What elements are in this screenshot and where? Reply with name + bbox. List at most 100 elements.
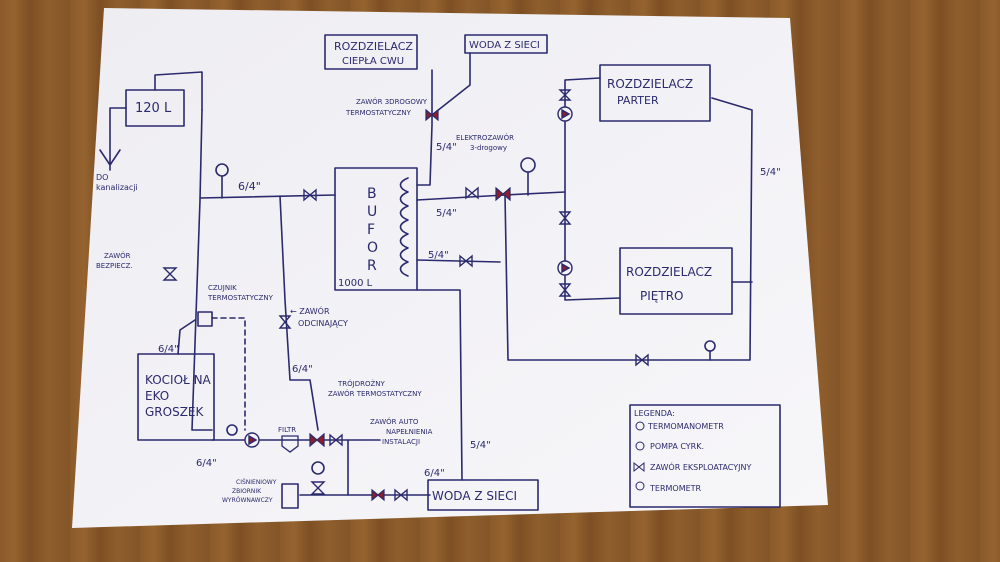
label-zbiornik-2: ZBIORNIK bbox=[232, 488, 262, 495]
three-way-valve-termo bbox=[425, 108, 439, 122]
label-pipe-5-4-d: 5/4" bbox=[470, 440, 491, 451]
valve-9 bbox=[558, 211, 572, 225]
label-woda-top: WODA Z SIECI bbox=[469, 40, 540, 51]
label-czujnik-1: CZUJNIK bbox=[208, 284, 237, 292]
label-3drogowy: 3-drogowy bbox=[470, 144, 507, 152]
three-way-valve-elektro bbox=[495, 186, 511, 202]
label-odcinajacy-1: ← ZAWÓR bbox=[290, 305, 330, 316]
label-pipe-6-4-d: 6/4" bbox=[196, 458, 217, 469]
legend-title: LEGENDA: bbox=[634, 409, 675, 418]
legend-box bbox=[629, 404, 781, 508]
label-pietro-2: PIĘTRO bbox=[640, 289, 683, 303]
three-way-valves bbox=[309, 108, 511, 502]
label-zawor-auto-2: NAPEŁNIENIA bbox=[386, 428, 433, 436]
label-kanalizacji: kanalizacji bbox=[96, 183, 138, 192]
label-pipe-5-4-c: 5/4" bbox=[428, 250, 449, 261]
label-tank: 120 L bbox=[135, 101, 172, 116]
pipe-to-sewer bbox=[109, 107, 127, 161]
box-rozdzielacz-parter bbox=[599, 64, 711, 122]
legend-item-zawor: ZAWÓR EKSPLOATACYJNY bbox=[650, 461, 751, 472]
label-odcinajacy-2: ODCINAJĄCY bbox=[298, 319, 348, 328]
label-pipe-6-4-c: 6/4" bbox=[292, 364, 313, 375]
valve-3 bbox=[459, 254, 473, 268]
labels-layer: ROZDZIELACZ CIEPŁA CWU WODA Z SIECI 120 … bbox=[96, 40, 781, 504]
label-pietro-1: ROZDZIELACZ bbox=[626, 265, 712, 279]
valve-4 bbox=[635, 353, 649, 367]
label-filtr: FILTR bbox=[278, 426, 296, 434]
label-pipe-6-4-e: 6/4" bbox=[424, 468, 445, 479]
valve-safety bbox=[162, 267, 178, 281]
label-bufor-B: B bbox=[367, 186, 377, 202]
label-zbiornik-3: WYRÓWNAWCZY bbox=[222, 497, 273, 504]
label-kociol-2: EKO bbox=[145, 389, 169, 403]
label-czujnik-2: TERMOSTATYCZNY bbox=[207, 294, 274, 302]
pipe-tank-top bbox=[154, 71, 203, 111]
label-zawor-auto-3: INSTALACJI bbox=[382, 438, 420, 446]
box-kociol bbox=[137, 353, 215, 441]
pumps bbox=[244, 106, 573, 448]
label-parter-1: ROZDZIELACZ bbox=[607, 77, 693, 91]
label-zawor-bezp-1: ZAWÓR bbox=[104, 251, 131, 260]
label-bufor-O: O bbox=[367, 240, 378, 256]
three-way-valve-kociol bbox=[309, 432, 325, 448]
valve-1 bbox=[303, 188, 317, 202]
pipe-distributor-left bbox=[564, 77, 621, 301]
sensor-line bbox=[211, 317, 246, 431]
label-elektrozawor: ELEKTROZAWÓR bbox=[456, 133, 514, 142]
label-termostatyczny: TERMOSTATYCZNY bbox=[345, 109, 412, 117]
label-kociol-3: GROSZEK bbox=[145, 405, 205, 419]
valve-auto bbox=[371, 488, 385, 502]
bufor-coil bbox=[399, 177, 409, 277]
valve-2 bbox=[465, 186, 479, 200]
pipe-to-woda-bottom bbox=[416, 289, 463, 481]
label-zawor-3drog: ZAWÓR 3DROGOWY bbox=[356, 97, 428, 106]
box-bufor bbox=[334, 167, 418, 291]
label-kociol-1: KOCIOŁ NA bbox=[145, 373, 212, 387]
legend-item-pompa: POMPA CYRK. bbox=[650, 442, 704, 451]
label-zawor-auto-1: ZAWÓR AUTO bbox=[370, 417, 419, 426]
label-pipe-6-4-b: 6/4" bbox=[158, 344, 179, 355]
pipe-heating-loop bbox=[416, 97, 753, 361]
paper-sheet bbox=[72, 8, 828, 528]
valve-10 bbox=[558, 283, 572, 297]
pipe-woda-top bbox=[431, 52, 471, 116]
label-pipe-5-4-a: 5/4" bbox=[436, 142, 457, 153]
legend-item-termometr: TERMOMETR bbox=[649, 484, 702, 493]
label-bufor-R: R bbox=[367, 258, 377, 274]
box-rozdzielacz-pietro bbox=[619, 247, 733, 315]
label-pipe-5-4-right: 5/4" bbox=[760, 167, 781, 178]
label-woda-bottom: WODA Z SIECI bbox=[432, 489, 517, 503]
valve-8 bbox=[558, 89, 572, 101]
legend-item-termomanometr: TERMOMANOMETR bbox=[647, 422, 724, 431]
sensor-box bbox=[197, 311, 213, 327]
label-rozdzielacz-cwu-2: CIEPŁA CWU bbox=[342, 56, 404, 67]
drain-symbol bbox=[99, 149, 121, 171]
pipe-middle bbox=[279, 195, 319, 431]
valve-7 bbox=[310, 481, 326, 495]
label-pipe-6-4-a: 6/4" bbox=[238, 180, 261, 193]
label-bufor-U: U bbox=[367, 204, 377, 220]
label-zbiornik-1: CIŚNIENIOWY bbox=[236, 479, 277, 486]
expansion-tank bbox=[281, 483, 299, 509]
box-woda-top bbox=[464, 34, 548, 54]
label-rozdzielacz-cwu-1: ROZDZIELACZ bbox=[334, 40, 413, 53]
valve-odcinajacy bbox=[278, 315, 292, 329]
manometer-2 bbox=[311, 461, 325, 475]
valve-5 bbox=[329, 433, 343, 447]
label-bufor-F: F bbox=[367, 222, 375, 238]
label-trojdrogowy-2: ZAWÓR TERMOSTATYCZNY bbox=[328, 389, 422, 398]
label-trojdrogowy-1: TRÓJDROŻNY bbox=[337, 379, 386, 388]
box-woda-bottom bbox=[427, 479, 539, 511]
label-parter-2: PARTER bbox=[617, 94, 659, 107]
valve-6 bbox=[394, 488, 408, 502]
pipe-bufor-cwu bbox=[416, 69, 433, 186]
pipework bbox=[99, 34, 781, 511]
label-bufor-cap: 1000 L bbox=[338, 278, 373, 289]
label-pipe-5-4-b: 5/4" bbox=[436, 208, 457, 219]
box-rozdzielacz-cwu bbox=[324, 34, 418, 70]
valves bbox=[162, 89, 649, 502]
label-do: DO bbox=[96, 173, 108, 182]
filter-symbol bbox=[281, 435, 299, 453]
pipe-left-main bbox=[191, 109, 213, 431]
